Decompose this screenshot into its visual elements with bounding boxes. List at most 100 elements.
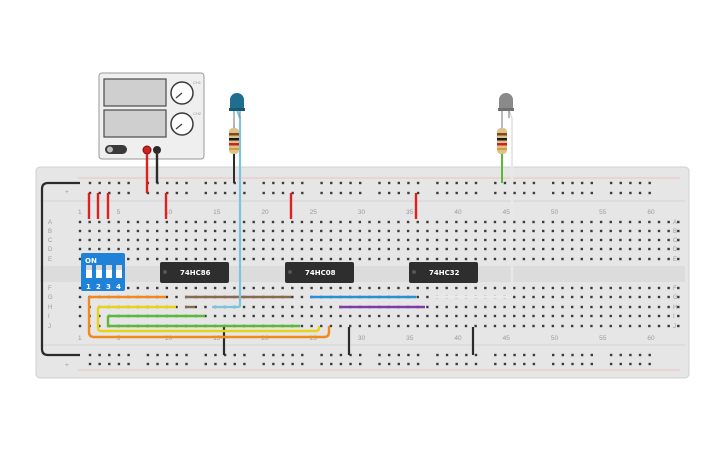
- breadboard-hole[interactable]: [98, 353, 101, 357]
- breadboard-hole[interactable]: [107, 229, 111, 233]
- breadboard-hole[interactable]: [455, 181, 458, 185]
- breadboard-hole[interactable]: [474, 238, 477, 242]
- breadboard-hole[interactable]: [78, 305, 82, 309]
- breadboard-hole[interactable]: [127, 247, 130, 251]
- breadboard-hole[interactable]: [339, 353, 343, 357]
- breadboard-hole[interactable]: [503, 229, 506, 233]
- breadboard-hole[interactable]: [590, 295, 593, 299]
- breadboard-hole[interactable]: [166, 181, 169, 185]
- breadboard-hole[interactable]: [349, 353, 352, 357]
- breadboard-hole[interactable]: [609, 191, 613, 195]
- breadboard-hole[interactable]: [184, 257, 188, 261]
- breadboard-hole[interactable]: [503, 220, 506, 224]
- chip-74hc86[interactable]: 74HC86: [160, 262, 229, 283]
- breadboard-hole[interactable]: [98, 324, 101, 328]
- breadboard-hole[interactable]: [436, 362, 439, 366]
- breadboard-hole[interactable]: [127, 286, 130, 290]
- breadboard-hole[interactable]: [281, 238, 284, 242]
- breadboard-hole[interactable]: [503, 257, 506, 261]
- breadboard-hole[interactable]: [339, 314, 342, 318]
- breadboard-hole[interactable]: [493, 286, 497, 290]
- breadboard-hole[interactable]: [513, 257, 516, 261]
- breadboard-hole[interactable]: [242, 286, 246, 290]
- breadboard-hole[interactable]: [88, 362, 92, 366]
- breadboard-hole[interactable]: [455, 257, 458, 261]
- breadboard-hole[interactable]: [329, 324, 333, 328]
- breadboard-hole[interactable]: [194, 229, 197, 233]
- breadboard-hole[interactable]: [416, 324, 419, 328]
- breadboard-hole[interactable]: [300, 229, 304, 233]
- breadboard-hole[interactable]: [301, 191, 304, 195]
- breadboard-hole[interactable]: [88, 247, 91, 251]
- breadboard-hole[interactable]: [542, 286, 545, 290]
- breadboard-hole[interactable]: [98, 229, 101, 233]
- breadboard-hole[interactable]: [330, 191, 333, 195]
- breadboard-hole[interactable]: [107, 220, 111, 224]
- breadboard-hole[interactable]: [580, 247, 583, 251]
- breadboard-hole[interactable]: [609, 286, 612, 290]
- breadboard-hole[interactable]: [329, 314, 333, 318]
- breadboard-hole[interactable]: [648, 314, 651, 318]
- breadboard-hole[interactable]: [667, 324, 670, 328]
- breadboard-hole[interactable]: [194, 305, 197, 309]
- breadboard-hole[interactable]: [339, 286, 342, 290]
- breadboard-hole[interactable]: [233, 353, 236, 357]
- breadboard-hole[interactable]: [165, 295, 169, 299]
- breadboard-hole[interactable]: [542, 247, 545, 251]
- breadboard-hole[interactable]: [561, 257, 564, 261]
- breadboard-hole[interactable]: [213, 238, 217, 242]
- breadboard-hole[interactable]: [435, 238, 439, 242]
- breadboard-hole[interactable]: [233, 220, 236, 224]
- breadboard-hole[interactable]: [580, 295, 583, 299]
- breadboard-hole[interactable]: [156, 191, 159, 195]
- breadboard-hole[interactable]: [300, 257, 304, 261]
- breadboard-hole[interactable]: [532, 257, 535, 261]
- power-supply[interactable]: CH1 CH2: [98, 72, 205, 160]
- breadboard-hole[interactable]: [445, 362, 449, 366]
- breadboard-hole[interactable]: [397, 247, 400, 251]
- breadboard-hole[interactable]: [358, 324, 362, 328]
- breadboard-hole[interactable]: [484, 324, 487, 328]
- breadboard-hole[interactable]: [551, 247, 555, 251]
- breadboard-hole[interactable]: [435, 314, 439, 318]
- breadboard-hole[interactable]: [638, 257, 641, 261]
- breadboard-hole[interactable]: [628, 324, 632, 328]
- breadboard-hole[interactable]: [435, 286, 439, 290]
- breadboard-hole[interactable]: [262, 220, 265, 224]
- breadboard-hole[interactable]: [329, 257, 333, 261]
- breadboard-hole[interactable]: [146, 238, 149, 242]
- breadboard-hole[interactable]: [552, 191, 555, 195]
- breadboard-hole[interactable]: [599, 247, 603, 251]
- breadboard-hole[interactable]: [657, 229, 661, 233]
- breadboard-hole[interactable]: [378, 191, 381, 195]
- breadboard-hole[interactable]: [522, 229, 526, 233]
- breadboard-hole[interactable]: [349, 324, 352, 328]
- breadboard-hole[interactable]: [98, 181, 101, 185]
- breadboard-hole[interactable]: [445, 220, 448, 224]
- breadboard-hole[interactable]: [657, 220, 661, 224]
- breadboard-hole[interactable]: [397, 257, 400, 261]
- breadboard-hole[interactable]: [628, 247, 632, 251]
- breadboard-hole[interactable]: [339, 229, 342, 233]
- breadboard-hole[interactable]: [146, 229, 149, 233]
- breadboard-hole[interactable]: [619, 362, 622, 366]
- breadboard-hole[interactable]: [233, 362, 236, 366]
- breadboard-hole[interactable]: [465, 181, 468, 185]
- breadboard-hole[interactable]: [590, 191, 593, 195]
- breadboard-hole[interactable]: [310, 314, 313, 318]
- breadboard-hole[interactable]: [175, 247, 178, 251]
- breadboard-hole[interactable]: [78, 247, 82, 251]
- breadboard-hole[interactable]: [271, 305, 275, 309]
- breadboard-hole[interactable]: [339, 191, 343, 195]
- breadboard-hole[interactable]: [464, 238, 468, 242]
- breadboard-hole[interactable]: [445, 324, 448, 328]
- breadboard-hole[interactable]: [291, 353, 294, 357]
- breadboard-hole[interactable]: [223, 286, 226, 290]
- breadboard-hole[interactable]: [358, 220, 362, 224]
- breadboard-hole[interactable]: [358, 257, 362, 261]
- breadboard-hole[interactable]: [599, 286, 603, 290]
- breadboard-hole[interactable]: [513, 247, 516, 251]
- breadboard-hole[interactable]: [571, 353, 574, 357]
- breadboard-hole[interactable]: [609, 220, 612, 224]
- breadboard-hole[interactable]: [416, 247, 419, 251]
